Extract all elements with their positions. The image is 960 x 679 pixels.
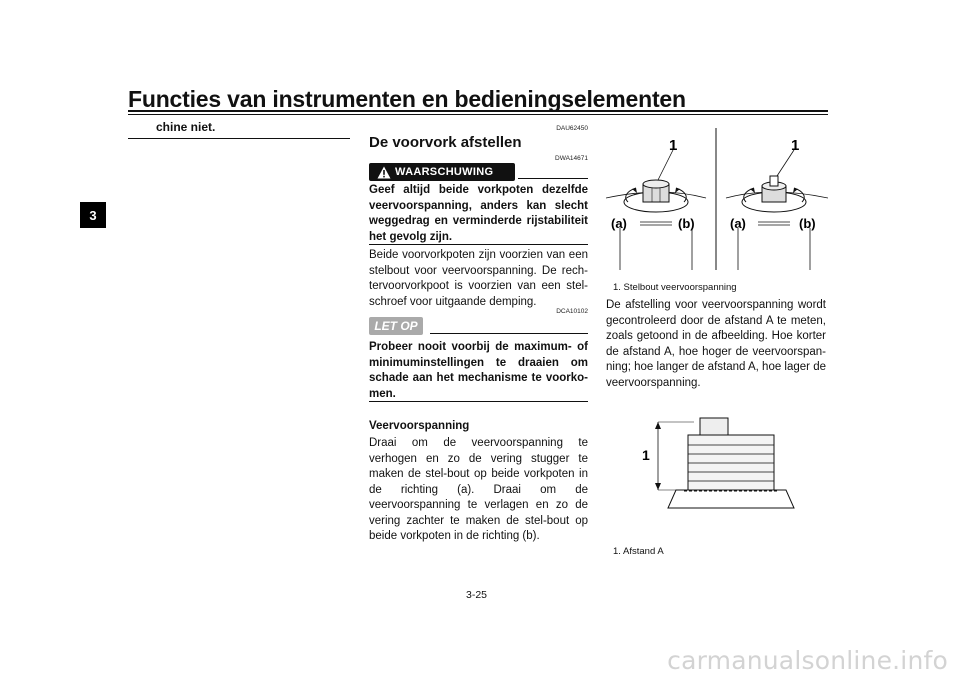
- figure1-label-b-left: (b): [678, 216, 695, 231]
- figure1-callout-left: 1: [669, 137, 677, 154]
- column1-rule: [128, 138, 350, 139]
- caution-text: Probeer nooit voorbij de maximum- of min…: [369, 341, 588, 400]
- title-rule-thin: [128, 114, 828, 115]
- continued-text: chine niet.: [156, 120, 216, 134]
- warning-code: DWA14671: [555, 155, 588, 162]
- caution-badge: LET OP: [369, 317, 423, 335]
- section-heading: De voorvork afstellen: [369, 134, 522, 151]
- figure2-callout: 1: [642, 447, 650, 463]
- watermark: carmanualsonline.info: [667, 646, 948, 675]
- figure1-label-a-right: (a): [730, 216, 746, 231]
- figure1-label-a-left: (a): [611, 216, 627, 231]
- page-title: Functies van instrumenten en bedieningse…: [128, 86, 686, 112]
- figure1-callout-right: 1: [791, 137, 799, 154]
- caution-end-rule: [369, 401, 588, 402]
- warning-label: WAARSCHUWING: [395, 166, 494, 178]
- caution-rule: [430, 333, 588, 334]
- page-number: 3-25: [466, 589, 488, 601]
- title-rule: [128, 110, 828, 112]
- warning-badge: WAARSCHUWING: [369, 163, 515, 181]
- figure1-label-b-right: (b): [799, 216, 816, 231]
- caution-code: DCA10102: [556, 308, 588, 315]
- warning-triangle-icon: [377, 166, 391, 179]
- distance-a-figure: 1: [642, 417, 795, 509]
- subheading: Veervoorspanning: [369, 420, 470, 432]
- figure1-caption: 1. Stelbout veervoorspanning: [613, 282, 737, 293]
- chapter-tab: 3: [80, 202, 106, 228]
- body-paragraph-1: Beide voorvorkpoten zijn voorzien van ee…: [369, 249, 588, 308]
- figure2-caption: 1. Afstand A: [613, 546, 664, 557]
- warning-end-rule: [369, 244, 588, 245]
- body-paragraph-2: Draai om de veervoorspanning te verhogen…: [369, 437, 588, 542]
- body-paragraph-3: De afstelling voor veervoorspanning word…: [606, 299, 826, 389]
- warning-rule: [518, 178, 588, 179]
- warning-text: Geef altijd beide vorkpoten dezelfde vee…: [369, 184, 588, 243]
- preload-adjuster-figure: 1 1 (a) (b) (a) (b): [606, 128, 828, 270]
- section-code: DAU62450: [556, 125, 588, 132]
